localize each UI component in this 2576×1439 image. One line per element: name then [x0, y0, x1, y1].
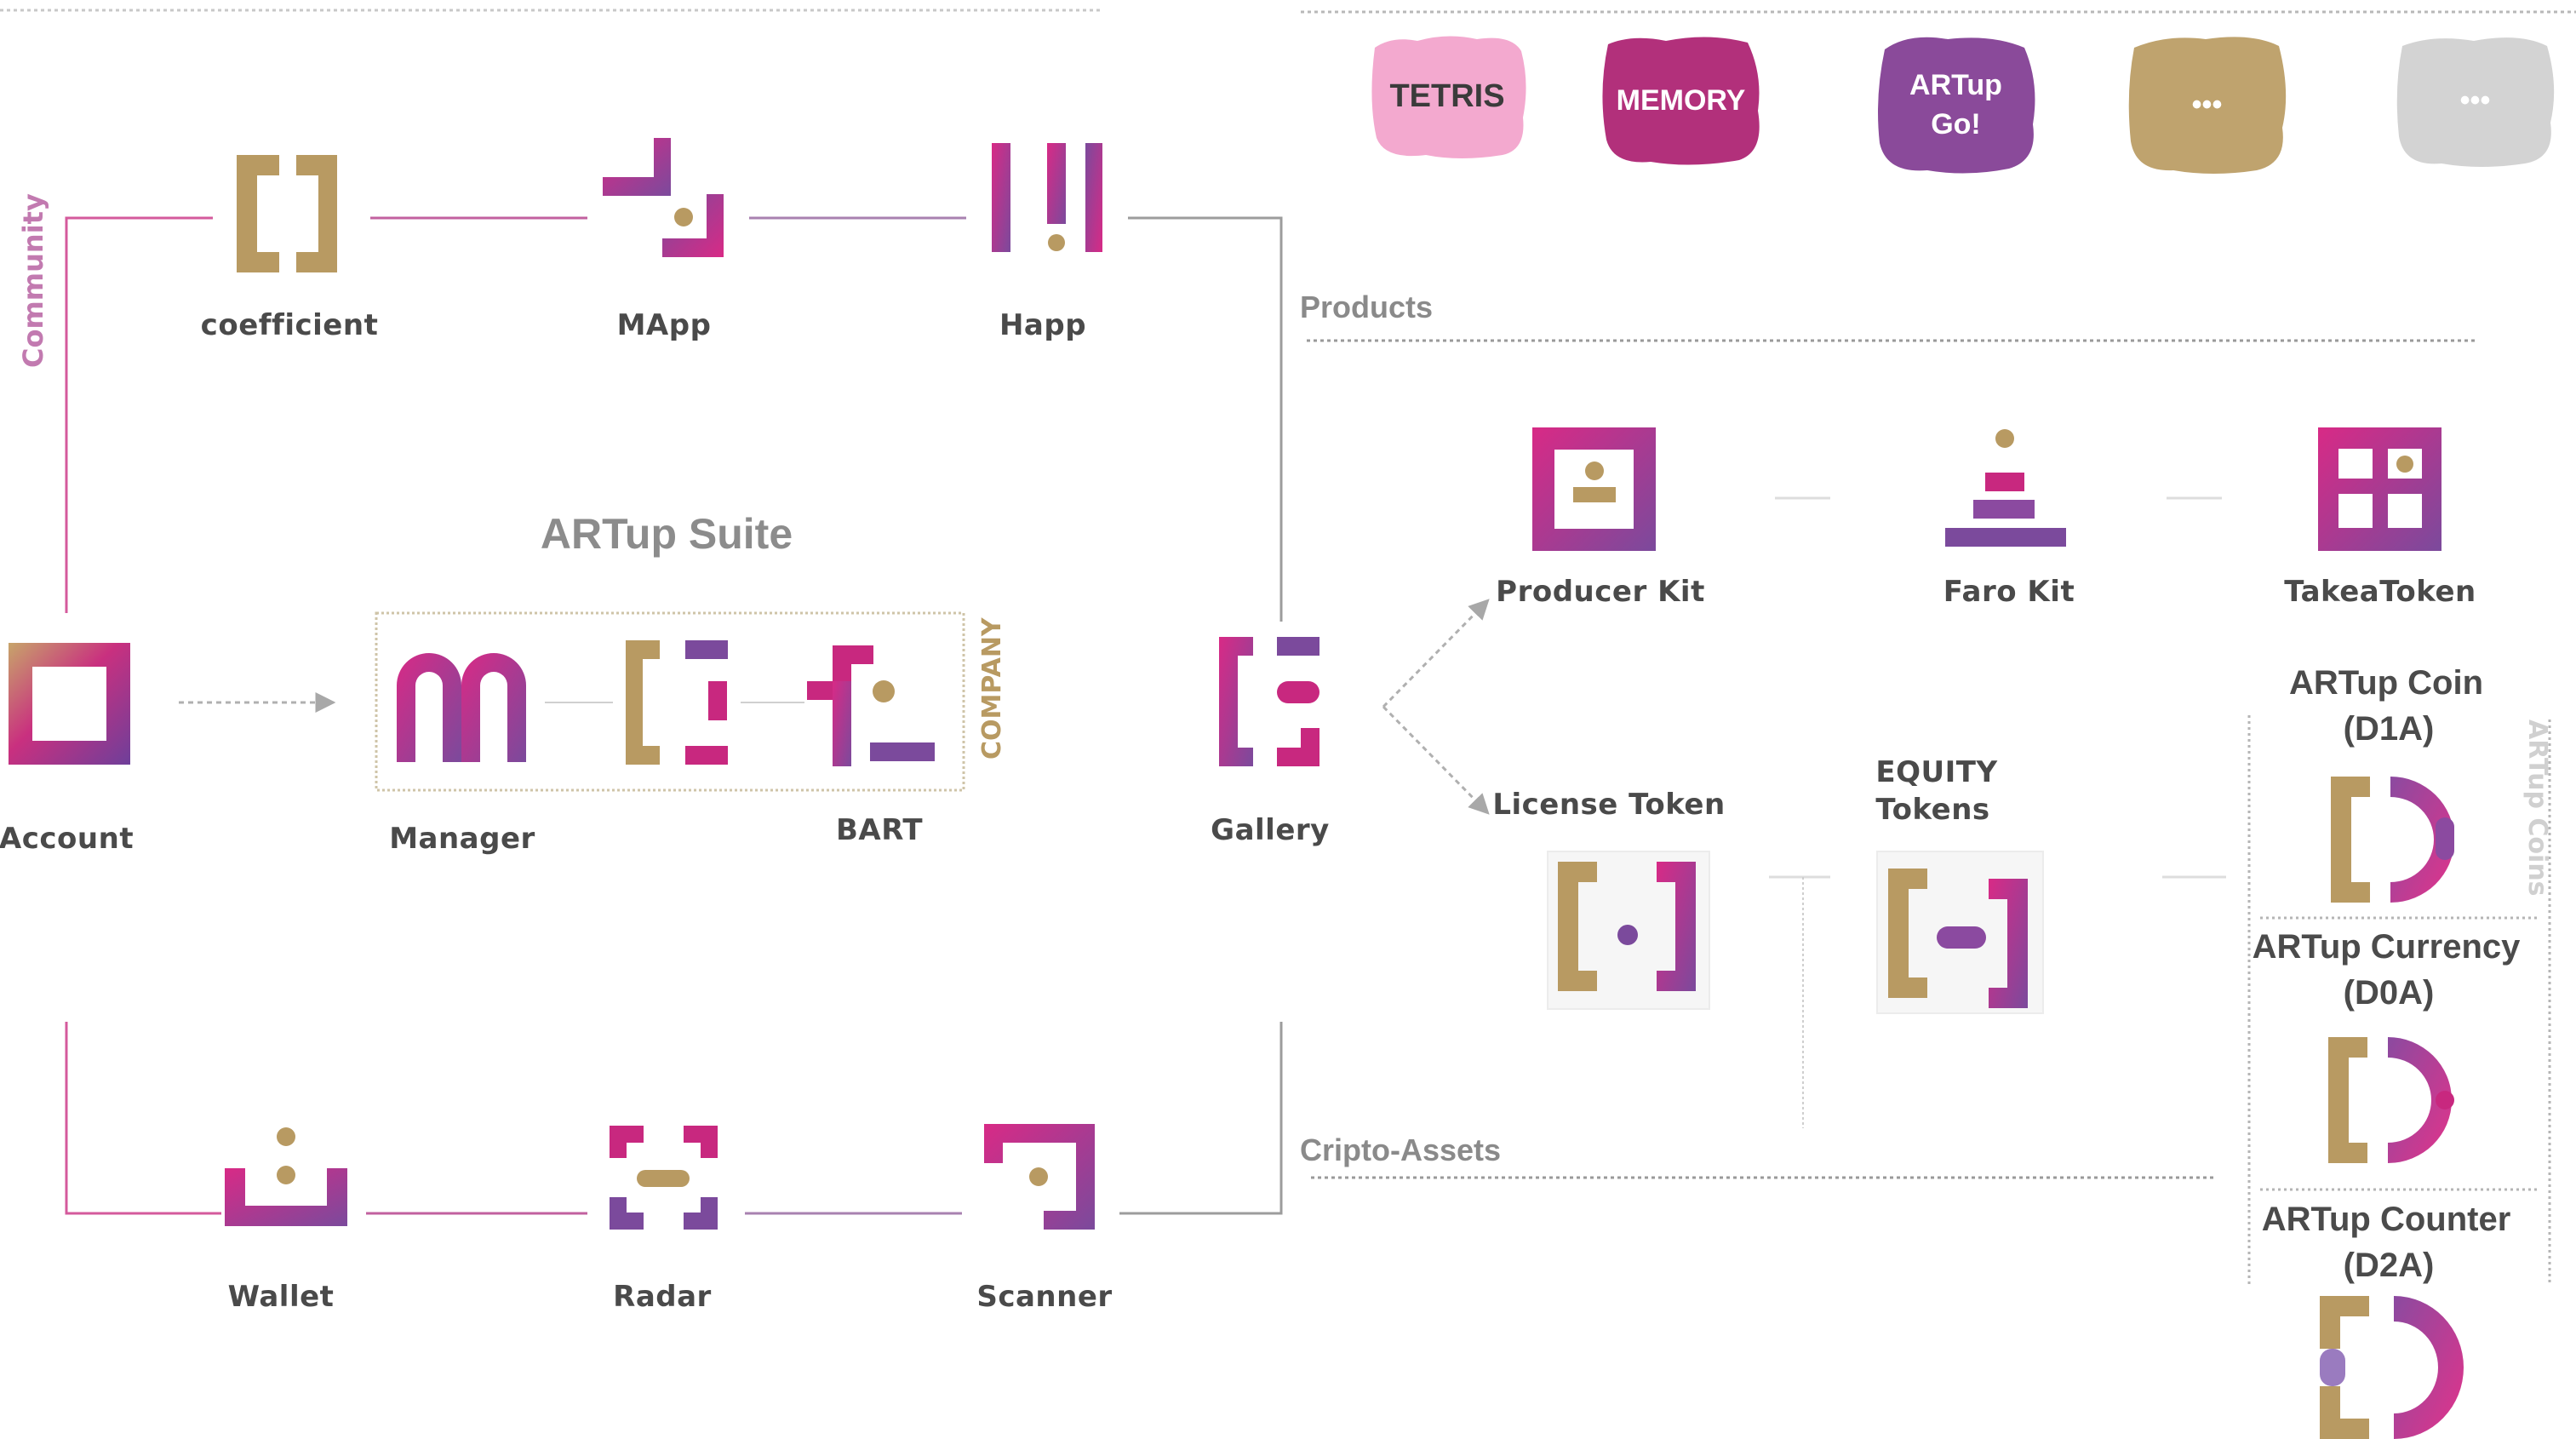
products-section-label: Products: [1300, 290, 1434, 324]
wallet-icon: [225, 1127, 347, 1226]
coin-name: ARTup Currency: [2252, 928, 2521, 966]
artup-currency-icon: [2328, 1037, 2454, 1163]
producer-kit-label: Producer Kit: [1496, 575, 1705, 609]
artup-counter-icon: [2320, 1296, 2464, 1439]
blob-shape: [2128, 37, 2287, 175]
radar-icon: [610, 1126, 718, 1230]
community-connectors: [65, 216, 1283, 622]
game-more-grey[interactable]: •••: [2392, 32, 2558, 169]
coins-bracket: [2247, 715, 2551, 1286]
game-tetris[interactable]: TETRIS: [1366, 32, 1528, 160]
manager-label: Manager: [389, 822, 535, 856]
game-label: TETRIS: [1389, 77, 1505, 114]
company-tool-icon: [626, 640, 728, 765]
cripto-section-label: Cripto-Assets: [1300, 1132, 1502, 1167]
manager-icon: [397, 653, 526, 762]
producer-kit-icon: [1532, 427, 1656, 551]
game-more-gold[interactable]: •••: [2124, 32, 2290, 177]
suite-title: ARTup Suite: [540, 510, 793, 558]
blob-shape: [1371, 36, 1526, 158]
account-icon: [9, 643, 130, 765]
equity-tokens-icon: [1876, 851, 2044, 1014]
takeatoken-label: TakeaToken: [2284, 575, 2476, 609]
coin-name: ARTup Coin: [2288, 664, 2484, 702]
blob-shape: [1878, 37, 2035, 174]
bottom-connectors: [65, 1022, 1283, 1215]
scanner-label: Scanner: [976, 1280, 1113, 1314]
equity-tokens-label: EQUITY Tokens: [1875, 755, 1998, 827]
happ-icon: [992, 143, 1102, 252]
company-box: [375, 611, 965, 792]
scanner-icon: [984, 1124, 1095, 1230]
coefficient-label: coefficient: [200, 308, 379, 342]
mapp-icon: [603, 138, 724, 257]
happ-label: Happ: [999, 308, 1087, 342]
faro-kit-label: Faro Kit: [1943, 575, 2075, 609]
blob-shape: [1602, 37, 1760, 165]
gallery-icon: [1219, 637, 1319, 766]
coin-code: (D2A): [2343, 1247, 2435, 1284]
game-label: •••: [2459, 83, 2491, 117]
game-label: MEMORY: [1616, 83, 1746, 117]
gallery-arrow-tokens: [1382, 705, 1490, 815]
game-label: ARTup Go!: [1909, 69, 2002, 140]
bart-icon: [807, 645, 935, 766]
artup-coins-label: ARTup Coins: [2522, 720, 2552, 897]
faro-kit-icon: [1945, 429, 2066, 547]
account-label: Account: [0, 822, 135, 856]
game-artup-go[interactable]: ARTup Go!: [1873, 32, 2039, 177]
radar-label: Radar: [613, 1280, 712, 1314]
artup-coin-icon: [2331, 777, 2454, 903]
takeatoken-icon: [2318, 427, 2441, 551]
coin-code: (D0A): [2343, 974, 2435, 1012]
bart-label: BART: [835, 813, 924, 847]
coin-code: (D1A): [2343, 710, 2435, 748]
blob-shape: [2396, 37, 2555, 168]
community-label: Community: [17, 193, 49, 368]
gallery-label: Gallery: [1211, 813, 1330, 847]
license-token-label: License Token: [1492, 788, 1726, 822]
game-label: •••: [2191, 88, 2223, 121]
game-memory[interactable]: MEMORY: [1598, 32, 1764, 169]
coefficient-icon: [237, 155, 337, 272]
coin-name: ARTup Counter: [2261, 1201, 2511, 1238]
gallery-arrow-products: [1382, 599, 1490, 708]
license-token-icon: [1547, 851, 1710, 1010]
company-label: COMPANY: [977, 617, 1007, 760]
mapp-label: MApp: [616, 308, 712, 342]
wallet-label: Wallet: [227, 1280, 335, 1314]
